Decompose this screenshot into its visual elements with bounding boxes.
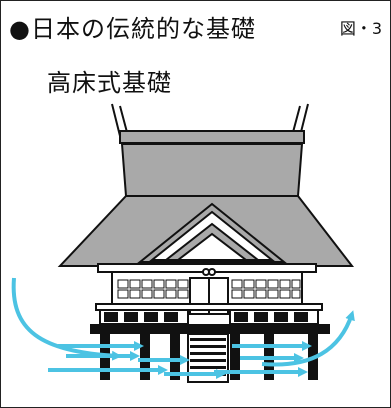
figure-subtitle: 高床式基礎: [47, 69, 172, 97]
figure-number: 図・3: [339, 19, 382, 38]
wall-grid-right: [231, 279, 301, 299]
roof-ridge: [111, 103, 309, 144]
airflow-arrow-curve-left: [11, 277, 122, 361]
floor-beam: [90, 324, 330, 334]
wall-grid-left: [117, 279, 189, 299]
airflow-arrows: [11, 277, 355, 379]
airflow-arrow-curve-right: [261, 310, 355, 367]
upper-roof: [120, 143, 304, 197]
gable: [137, 202, 287, 263]
figure-title: ●日本の伝統的な基礎: [9, 15, 256, 43]
